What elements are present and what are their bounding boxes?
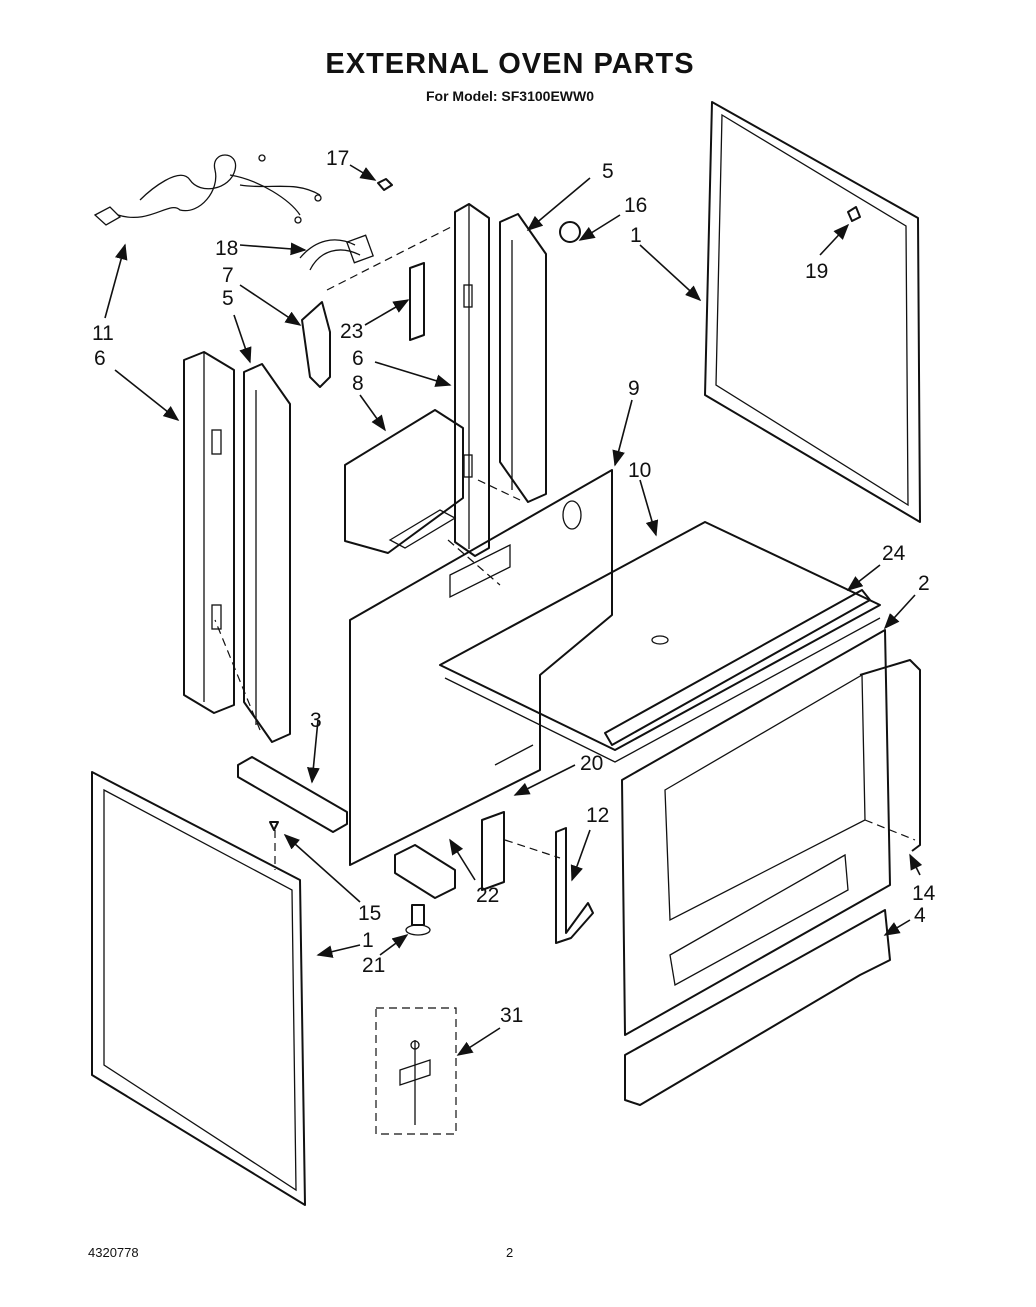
diagram-title: EXTERNAL OVEN PARTS xyxy=(325,48,695,80)
callout-5-upper: 5 xyxy=(602,160,614,183)
callout-4: 4 xyxy=(914,904,926,927)
callout-11: 11 xyxy=(92,322,114,345)
callout-6-center: 6 xyxy=(352,347,364,370)
left-front-rail-part xyxy=(243,363,291,743)
callout-6-left: 6 xyxy=(94,347,106,370)
wire-harness-part xyxy=(299,234,374,271)
bottom-strip-part xyxy=(604,589,871,746)
anti-tip-kit-part xyxy=(375,1007,457,1135)
callout-18: 18 xyxy=(215,237,238,260)
callout-9: 9 xyxy=(628,377,640,400)
clip-part xyxy=(377,178,393,191)
callout-19: 19 xyxy=(805,260,828,283)
side-trim-part xyxy=(859,659,921,852)
kick-plate-part xyxy=(624,909,891,1106)
callout-21: 21 xyxy=(362,954,385,977)
leader-arrows xyxy=(104,164,923,1056)
callout-20: 20 xyxy=(580,752,603,775)
front-frame-part xyxy=(621,629,891,1036)
model-subtitle: For Model: SF3100EWW0 xyxy=(425,88,595,104)
callout-16: 16 xyxy=(624,194,647,217)
callout-1-upper: 1 xyxy=(630,224,642,247)
leg-bracket-part xyxy=(394,844,456,899)
lower-bracket-part xyxy=(237,756,348,833)
callout-22: 22 xyxy=(476,884,499,907)
power-cord-part xyxy=(93,154,322,226)
back-panel-part xyxy=(349,469,613,866)
right-side-panel-part xyxy=(704,101,921,523)
callout-31: 31 xyxy=(500,1004,523,1027)
leveling-leg-part xyxy=(405,904,431,936)
hinge-part xyxy=(555,827,594,944)
callout-24: 24 xyxy=(882,542,906,565)
left-side-panel-part xyxy=(91,771,306,1206)
burner-box-part xyxy=(344,409,464,554)
page-number: 2 xyxy=(506,1245,514,1260)
left-side-rail-part xyxy=(183,351,235,714)
center-side-rail-part xyxy=(454,203,490,557)
callout-8: 8 xyxy=(352,372,364,395)
screw-part xyxy=(269,821,279,831)
callout-15: 15 xyxy=(358,902,381,925)
bracket-part xyxy=(301,301,331,388)
callout-14: 14 xyxy=(912,882,936,905)
callout-23: 23 xyxy=(340,320,363,343)
panel-clip-part xyxy=(847,206,861,222)
callout-3: 3 xyxy=(310,709,322,732)
callout-17: 17 xyxy=(326,147,349,170)
grommet-part xyxy=(559,221,581,243)
document-number: 4320778 xyxy=(88,1245,139,1260)
callout-2: 2 xyxy=(918,572,930,595)
alignment-lines xyxy=(214,224,916,870)
callout-5-left: 5 xyxy=(222,287,234,310)
callout-7: 7 xyxy=(222,264,234,287)
right-front-rail-part xyxy=(499,213,547,503)
strip-part xyxy=(409,262,425,341)
side-bracket-part xyxy=(481,811,505,891)
callout-1-lower: 1 xyxy=(362,929,374,952)
callout-labels: 17 5 16 1 19 18 7 5 11 6 23 6 8 9 10 24 … xyxy=(92,147,936,1027)
callout-12: 12 xyxy=(586,804,609,827)
oven-bottom-part xyxy=(439,521,881,763)
callout-10: 10 xyxy=(628,459,651,482)
